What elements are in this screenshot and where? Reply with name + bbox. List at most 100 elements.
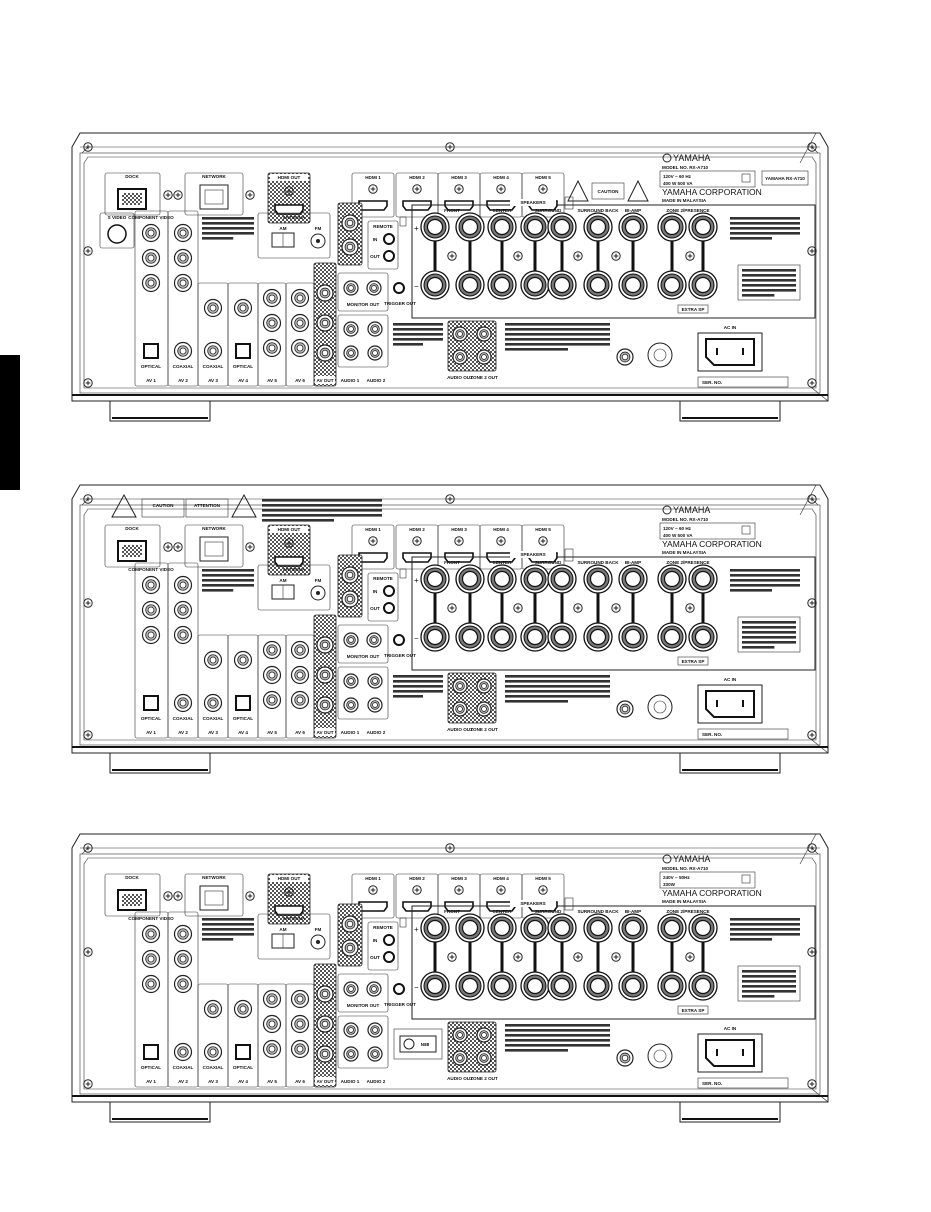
panel-face: [79, 152, 821, 394]
positive-sign: +: [414, 224, 419, 233]
remote-section: [367, 220, 399, 270]
monitor-out-label: MONITOR OUT: [347, 1003, 380, 1008]
hdmi-input-label: HDMI 4: [493, 527, 509, 532]
screw-slot: [456, 887, 462, 893]
printed-notice-line: [742, 985, 796, 988]
rca-jack: [203, 693, 223, 713]
panel-face: [79, 504, 821, 746]
screw-icon: [513, 603, 523, 613]
speaker-terminal: [520, 212, 550, 242]
printed-notice-line: [730, 923, 800, 926]
speaker-terminal: [688, 212, 718, 242]
printed-notice-line: [505, 680, 610, 683]
screw-slot: [85, 496, 91, 502]
jack-pin: [268, 344, 276, 352]
hdmi-port: [274, 556, 304, 567]
chassis-outline: [71, 833, 829, 1103]
screw-icon: [513, 251, 523, 261]
screw-slot: [540, 186, 546, 192]
rca-jack: [290, 338, 310, 358]
yamaha-logo-icon: [662, 505, 672, 515]
speaker-channel-label: SURROUND BACK: [577, 208, 619, 213]
screw-icon: [611, 603, 621, 613]
speakers-label: SPEAKERS: [520, 200, 545, 205]
rca-jack: [343, 321, 359, 337]
digital-input-label: COAXIAL: [203, 1065, 224, 1070]
printed-notice-line: [393, 685, 443, 688]
screw-head: [83, 378, 93, 388]
screw-head: [454, 184, 464, 194]
preout-section: [337, 202, 363, 266]
hdmi-input-label: HDMI 5: [535, 175, 551, 180]
dock-section: [104, 873, 161, 917]
screw-icon: [447, 952, 457, 962]
jack-pin: [481, 1032, 487, 1038]
jack-pin: [321, 990, 329, 998]
speaker-terminal: [688, 622, 718, 652]
printed-notice-line: [742, 995, 775, 998]
printed-notice-line: [202, 933, 254, 936]
ethernet-port: [199, 885, 229, 911]
digital-input-label: OPTICAL: [233, 1065, 253, 1070]
remote-in-label: IN: [373, 589, 378, 594]
digital-input-label: OPTICAL: [141, 716, 161, 721]
speaker-terminal: [547, 913, 577, 943]
hdmi-bracket: [399, 216, 407, 227]
hdmi-out-label-bg: [270, 526, 308, 533]
ac-in-frame: [697, 684, 763, 724]
jack-pin: [179, 930, 187, 938]
dock-section: [104, 172, 161, 216]
screw-head: [538, 536, 548, 546]
av-3-section: [197, 634, 229, 739]
terminal-cap: [694, 218, 712, 236]
screw-icon: [454, 536, 464, 546]
screw-head: [496, 536, 506, 546]
screw-head: [807, 843, 817, 853]
component-video-label: COMPONENT VIDEO: [128, 916, 174, 921]
terminal-cap: [694, 919, 712, 937]
screw-slot: [165, 893, 171, 899]
jack-pin: [268, 696, 276, 704]
jack-pin: [147, 229, 155, 237]
speaker-terminal: [657, 971, 687, 1001]
trigger-out-jack: [393, 634, 405, 646]
printed-notice-line: [393, 333, 443, 336]
rca-jack: [141, 273, 161, 293]
printed-notice-line: [742, 269, 796, 272]
speaker-channel-label: SURROUND BACK: [577, 560, 619, 565]
dock-label: DOCK: [125, 875, 139, 880]
speaker-terminal: [688, 913, 718, 943]
screw-head: [412, 184, 422, 194]
s-video-port: [107, 224, 127, 244]
printed-notice-line: [202, 237, 234, 240]
speaker-terminal: [657, 564, 687, 594]
jack-pin: [147, 930, 155, 938]
audio-out-label: AUDIO OUT: [447, 375, 473, 380]
audio-1-label: AUDIO 1: [341, 378, 360, 383]
digital-input-label: OPTICAL: [141, 364, 161, 369]
printed-notice-line: [730, 933, 800, 936]
audio-inputs-section: [337, 666, 389, 720]
av-input-label: AV 4: [238, 1079, 248, 1084]
rating-line-1: 240V ~ 50Hz: [663, 875, 690, 880]
screw-slot: [449, 253, 455, 259]
jack-pin: [346, 219, 354, 227]
rca-jack: [173, 248, 193, 268]
jack-pin: [179, 955, 187, 963]
speaker-terminal: [618, 212, 648, 242]
digital-input-label: COAXIAL: [173, 1065, 194, 1070]
screw-icon: [447, 603, 457, 613]
printed-notice-line: [262, 499, 382, 502]
jack-pin: [268, 319, 276, 327]
av-3-section: [197, 282, 229, 387]
screw-icon: [83, 598, 93, 608]
trigger-out-label: TRIGGER OUT: [384, 653, 416, 658]
side-bevel: [799, 132, 829, 402]
chassis-outline: [71, 132, 829, 402]
jack-pin: [621, 353, 629, 361]
hdmi-input-section: [351, 524, 395, 570]
screw-icon: [454, 885, 464, 895]
rating-line-1: 120V ~ 60 Hz: [663, 174, 692, 179]
screw-icon: [284, 186, 294, 196]
